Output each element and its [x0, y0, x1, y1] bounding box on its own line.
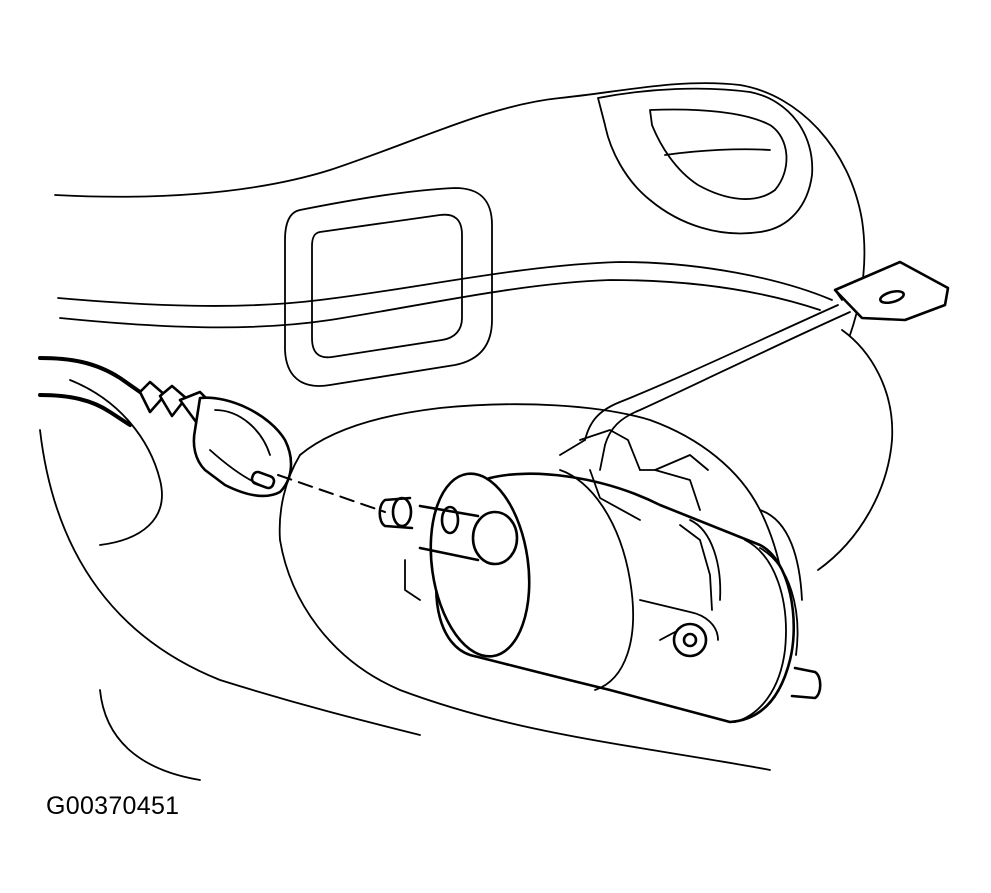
figure-id-label: G00370451 [46, 792, 180, 820]
frame-cutout-triangle [597, 87, 814, 235]
filter-mounting-clamp [579, 429, 722, 658]
mounting-bracket-strap [559, 260, 950, 471]
filter-outlet-nipple [378, 496, 519, 566]
frame-crossmember [39, 82, 894, 781]
fuel-line-quick-connector [38, 356, 293, 498]
frame-cutout-window [284, 187, 493, 387]
filter-shield-housing [278, 403, 803, 771]
fuel-filter-canister [429, 469, 822, 724]
connection-alignment-line [277, 474, 386, 513]
